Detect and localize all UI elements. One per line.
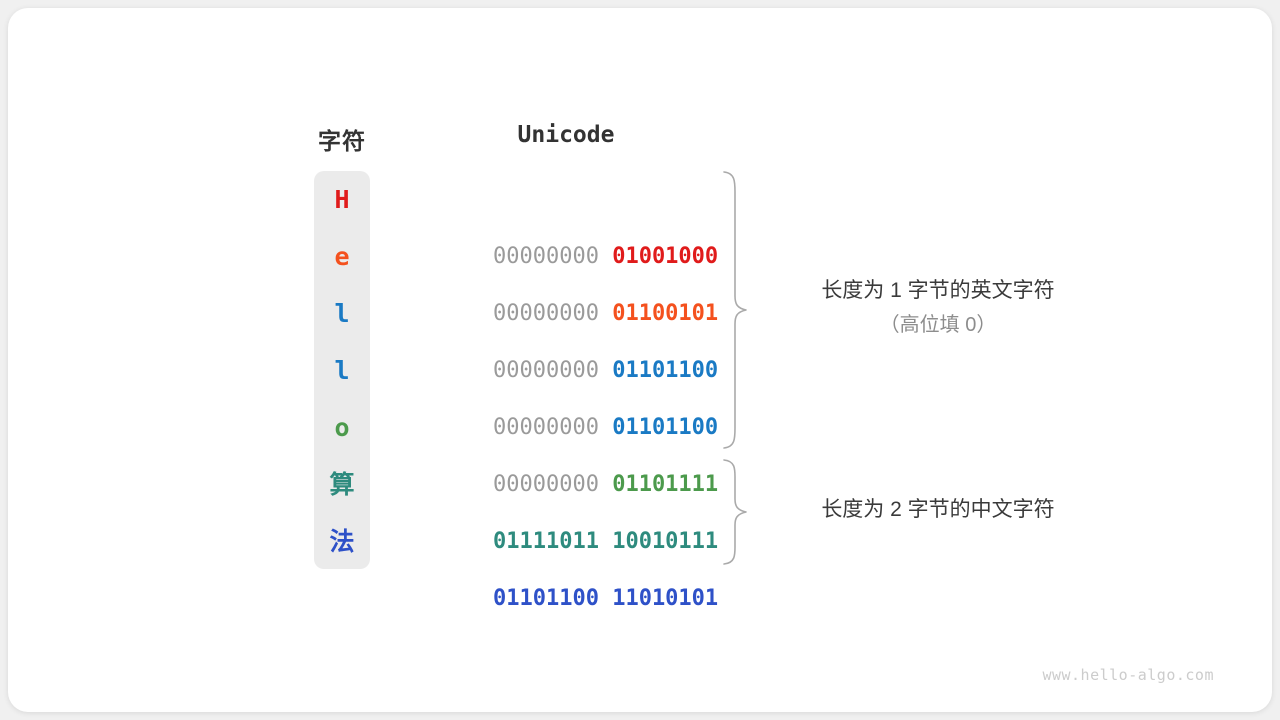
row-character: 算 xyxy=(329,470,355,499)
row-unicode-bits: 00000000 01101100 xyxy=(440,342,718,440)
low-byte: 11010101 xyxy=(612,586,719,611)
high-byte: 00000000 xyxy=(492,244,599,269)
annotation-double-byte-line1: 长度为 2 字节的中文字符 xyxy=(821,498,1055,521)
row-character: 法 xyxy=(329,527,355,556)
row-unicode-bits: 01111011 10010111 xyxy=(440,456,718,554)
watermark-url: www.hello-algo.com xyxy=(1042,666,1214,684)
low-byte: 01001000 xyxy=(612,244,719,269)
row-unicode-bits: 00000000 01101100 xyxy=(440,285,718,383)
low-byte: 01101100 xyxy=(612,358,719,383)
high-byte: 01101100 xyxy=(492,586,599,611)
high-byte: 00000000 xyxy=(492,415,599,440)
low-byte: 01101100 xyxy=(612,415,719,440)
annotation-single-byte: 长度为 1 字节的英文字符 （高位填 0） xyxy=(776,274,1100,342)
byte-separator xyxy=(599,586,612,611)
low-byte: 01100101 xyxy=(612,301,719,326)
row-character: l xyxy=(334,299,350,328)
row-character: e xyxy=(334,242,350,271)
annotation-double-byte: 长度为 2 字节的中文字符 xyxy=(776,493,1100,527)
brace-double-byte xyxy=(722,458,748,566)
high-byte: 00000000 xyxy=(492,472,599,497)
high-byte: 00000000 xyxy=(492,358,599,383)
row-unicode-bits: 00000000 01001000 xyxy=(440,171,718,269)
row-character: o xyxy=(334,413,350,442)
row-unicode-bits: 00000000 01101111 xyxy=(440,399,718,497)
row-unicode-bits: 01101100 11010101 xyxy=(440,513,718,611)
row-character: H xyxy=(334,185,350,214)
low-byte: 01101111 xyxy=(612,472,719,497)
figure-card: 字符 Unicode H 00000000 01001000 e 0000000… xyxy=(8,8,1272,712)
brace-single-byte xyxy=(722,170,748,450)
column-header-character: 字符 xyxy=(318,128,366,154)
annotation-single-byte-line1: 长度为 1 字节的英文字符 xyxy=(821,279,1055,302)
high-byte: 00000000 xyxy=(492,301,599,326)
row-unicode-bits: 00000000 01100101 xyxy=(440,228,718,326)
high-byte: 01111011 xyxy=(492,529,599,554)
low-byte: 10010111 xyxy=(612,529,719,554)
annotation-single-byte-line2: （高位填 0） xyxy=(879,314,997,336)
character-column-background xyxy=(314,171,370,569)
row-character: l xyxy=(334,356,350,385)
column-header-unicode: Unicode xyxy=(517,122,615,148)
